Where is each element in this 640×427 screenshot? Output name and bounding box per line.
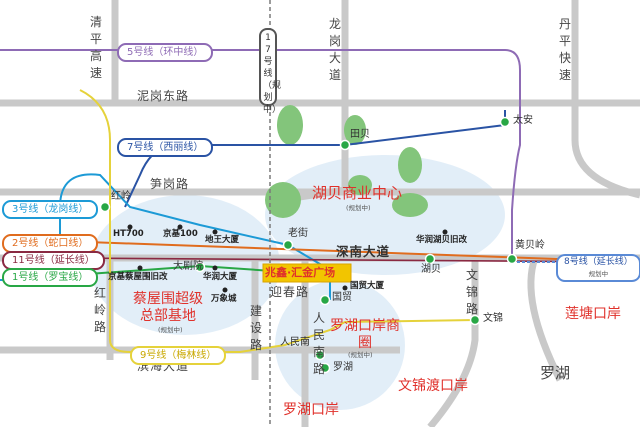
area-hubei-center: 湖贝商业中心 <box>312 184 403 202</box>
badge-line9[interactable]: 9号线（梅林线） <box>130 346 227 365</box>
road-yingchun: 迎春路 <box>270 285 310 299</box>
station-laojie[interactable]: 老街 <box>288 228 308 239</box>
road-renmin: 人民南路 <box>312 311 325 376</box>
road-sungang: 笋岗路 <box>150 177 190 191</box>
station-hubei[interactable]: 湖贝 <box>421 264 441 275</box>
area-caiwuwei-note: (规划中) <box>158 326 183 334</box>
road-qingping: 清平高速 <box>89 15 102 80</box>
stations <box>99 116 518 374</box>
badge-line7[interactable]: 7号线（西丽线） <box>117 138 214 157</box>
area-luohu-port: 罗湖口岸 <box>283 402 339 418</box>
caiwuwei-area <box>90 195 280 335</box>
badge-line3[interactable]: 3号线（龙岗线） <box>2 200 99 219</box>
station-wenjin[interactable]: 文锦 <box>483 313 503 324</box>
badge-line8[interactable]: 8号线（延长线） 规划中 <box>556 254 640 282</box>
station-huangbeiling[interactable]: 黄贝岭 <box>515 240 545 251</box>
road-nigang: 泥岗东路 <box>137 89 190 103</box>
road-hongling: 红岭路 <box>93 286 106 334</box>
badge-line8-note: 规划中 <box>588 270 609 278</box>
poi-guomao-building: 国贸大厦 <box>350 281 385 291</box>
badge-line5[interactable]: 5号线（环中线） <box>117 43 214 62</box>
poi-dots <box>127 224 448 293</box>
area-luohu-circle: 罗湖口岸商圈 <box>330 318 400 351</box>
area-liantang: 莲塘口岸 <box>565 306 621 322</box>
station-renminnan[interactable]: 人民南 <box>280 337 310 348</box>
poi-jingjiganghu: 京基蔡屋围旧改 <box>108 272 168 282</box>
poi-huarun-hubei: 华润湖贝旧改 <box>416 235 468 245</box>
poi-jingji100: 京基100 <box>163 229 198 239</box>
road-longgang: 龙岗大道 <box>328 17 341 82</box>
station-luohu[interactable]: 罗湖 <box>333 362 353 373</box>
highlight-box <box>262 263 352 283</box>
station-hongling[interactable]: 红岭 <box>111 191 131 202</box>
area-hubei-note: (规划中) <box>346 204 371 212</box>
poi-diwang: 地王大厦 <box>205 235 240 245</box>
station-tianbei[interactable]: 田贝 <box>350 129 370 140</box>
road-shennan: 深南大道 <box>336 244 391 259</box>
road-danping: 丹平快速 <box>558 17 571 82</box>
area-caiwuwei: 蔡屋围超级总部基地 <box>133 291 203 324</box>
area-wenjindu: 文锦渡口岸 <box>398 378 468 394</box>
road-jianshe: 建设路 <box>249 304 262 352</box>
badge-line17[interactable]: 17号线（规划中） <box>259 28 281 115</box>
poi-ht700: HT700 <box>113 229 144 239</box>
hubei-area <box>265 155 505 275</box>
badge-line1[interactable]: 1号线（罗宝线） <box>2 268 99 287</box>
parks <box>265 105 428 218</box>
badge-line8-label: 8号线（延长线） <box>564 257 633 267</box>
area-luohu-district: 罗湖 <box>540 364 571 382</box>
road-wenjin: 文锦路 <box>465 268 478 316</box>
station-taian[interactable]: 太安 <box>513 115 533 126</box>
poi-huarun: 华润大厦 <box>203 272 238 282</box>
station-dajuyuan[interactable]: 大剧院 <box>173 261 203 272</box>
area-luohu-circle-note: (规划中) <box>348 351 373 359</box>
highlight-title[interactable]: 兆鑫·汇金广场 <box>265 266 336 279</box>
station-guomao[interactable]: 国贸 <box>332 292 352 303</box>
poi-wanxiangcheng: 万象城 <box>211 294 237 304</box>
